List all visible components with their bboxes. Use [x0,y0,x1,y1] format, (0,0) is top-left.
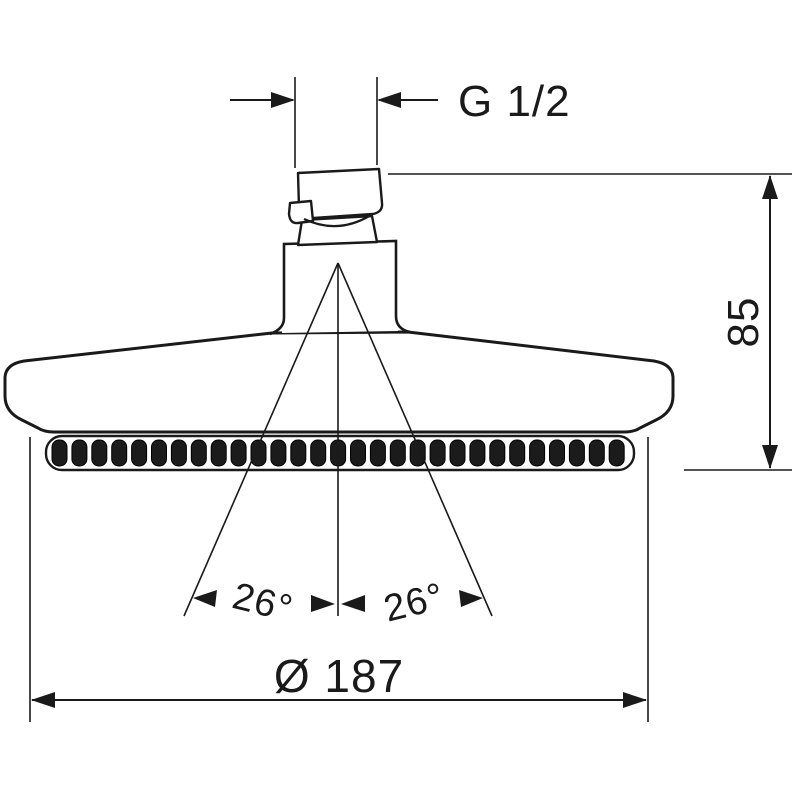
nozzle [429,439,446,467]
neck-fill [282,239,398,333]
angle-arrow-center-left [311,595,335,612]
nozzle [71,439,88,467]
diameter-label: Ø 187 [274,650,404,702]
thread-arrow-left [271,92,295,108]
nozzle [51,439,68,467]
ball-joint-curve [303,214,372,228]
nozzles [51,439,625,467]
angle-arrow-center-right [341,595,365,612]
height-label: 85 [719,297,768,348]
nozzle [151,439,167,467]
nozzle [230,439,247,467]
nozzle [290,439,307,467]
height-dimension: 85 [388,173,792,471]
diameter-arrow-left [31,692,55,708]
nozzle [409,439,426,467]
height-arrow-bottom [762,445,778,469]
nozzle [489,439,506,467]
nozzle [111,439,128,467]
nozzle [250,439,267,467]
spray-angle-line-left [183,262,339,617]
nozzle [210,439,227,467]
height-arrow-top [762,175,778,199]
thread-dimension: G 1/2 [230,77,571,168]
nozzle [170,439,187,467]
angle-arrow-left [193,590,217,607]
thread-arrow-right [377,92,401,108]
nozzle [529,439,546,467]
nozzle [449,439,466,467]
neck-flare-left [269,317,286,336]
nozzle [190,439,207,467]
head-body [3,330,675,434]
spray-angle-left-label: 26° [228,575,297,630]
nozzle [549,439,565,467]
diameter-dimension: Ø 187 [29,437,649,722]
nozzle [608,439,625,467]
nozzle [91,439,108,467]
thread-size-label: G 1/2 [458,77,571,126]
nozzle [350,439,366,467]
nozzle [588,439,605,467]
nozzle [310,439,327,467]
nozzle [389,439,406,467]
diameter-arrow-right [623,692,647,708]
nozzle [568,439,585,467]
showerhead [3,167,675,472]
angle-arrow-right [459,590,483,607]
nozzle [469,439,486,467]
spray-angle-right-label: 26° [380,575,449,630]
nozzle [131,439,148,467]
nozzle [369,439,386,467]
nozzle [270,439,287,467]
neck-flare-right [394,315,411,334]
spray-angle-line-right [337,262,493,617]
nozzle [509,439,526,467]
connector-lip [287,199,315,225]
